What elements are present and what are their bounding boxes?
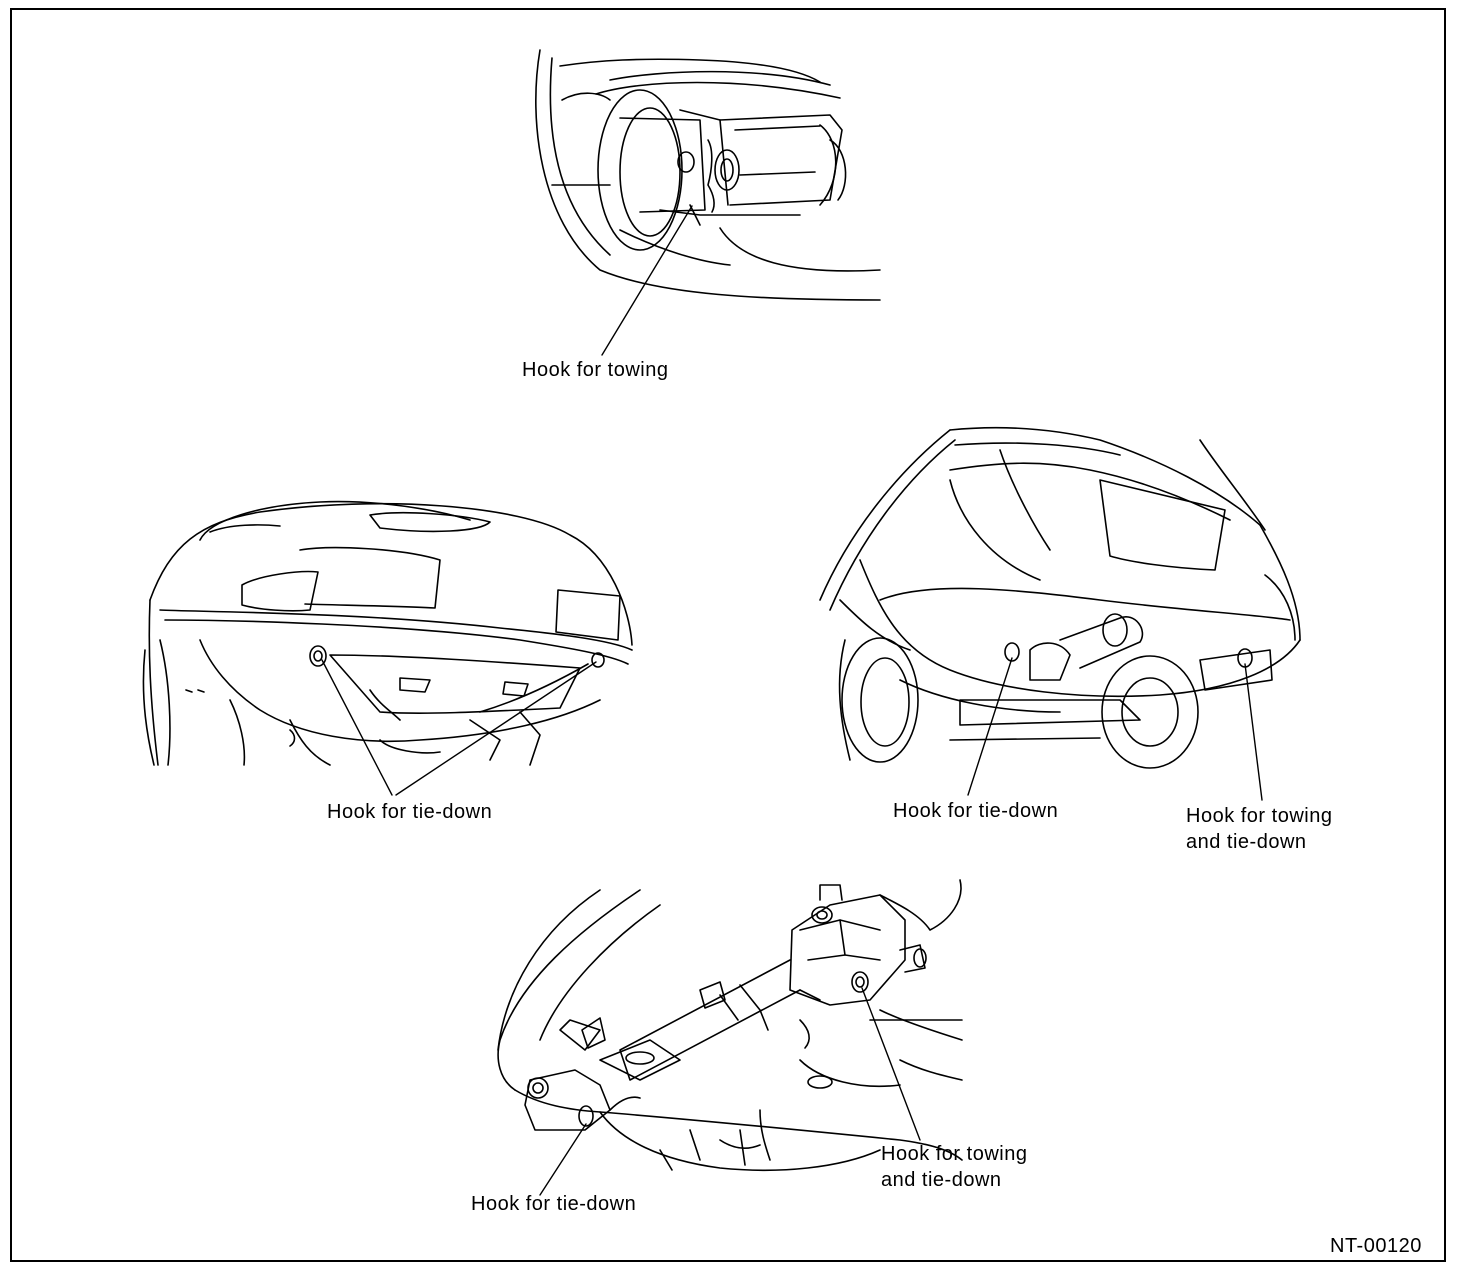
label-bottom-hook-for-tie-down: Hook for tie-down bbox=[471, 1193, 637, 1215]
rear-underbody-illustration bbox=[819, 426, 1301, 801]
figure-frame bbox=[10, 8, 1446, 1262]
label-rear-hook-for-towing-line2: and tie-down bbox=[1186, 831, 1307, 853]
figure-code: NT-00120 bbox=[1330, 1235, 1422, 1257]
label-bottom-hook-for-towing-line1: Hook for towing bbox=[881, 1143, 1028, 1165]
label-front-hook-for-tie-down: Hook for tie-down bbox=[327, 801, 493, 823]
top-towing-hook-illustration bbox=[535, 49, 881, 356]
bottom-hook-assembly-illustration bbox=[497, 879, 963, 1196]
label-rear-hook-for-tie-down: Hook for tie-down bbox=[893, 800, 1059, 822]
label-top-hook-for-towing: Hook for towing bbox=[522, 359, 669, 381]
front-underbody-illustration bbox=[142, 500, 633, 796]
label-rear-hook-for-towing-line1: Hook for towing bbox=[1186, 805, 1333, 827]
label-bottom-hook-for-towing-line2: and tie-down bbox=[881, 1169, 1002, 1191]
